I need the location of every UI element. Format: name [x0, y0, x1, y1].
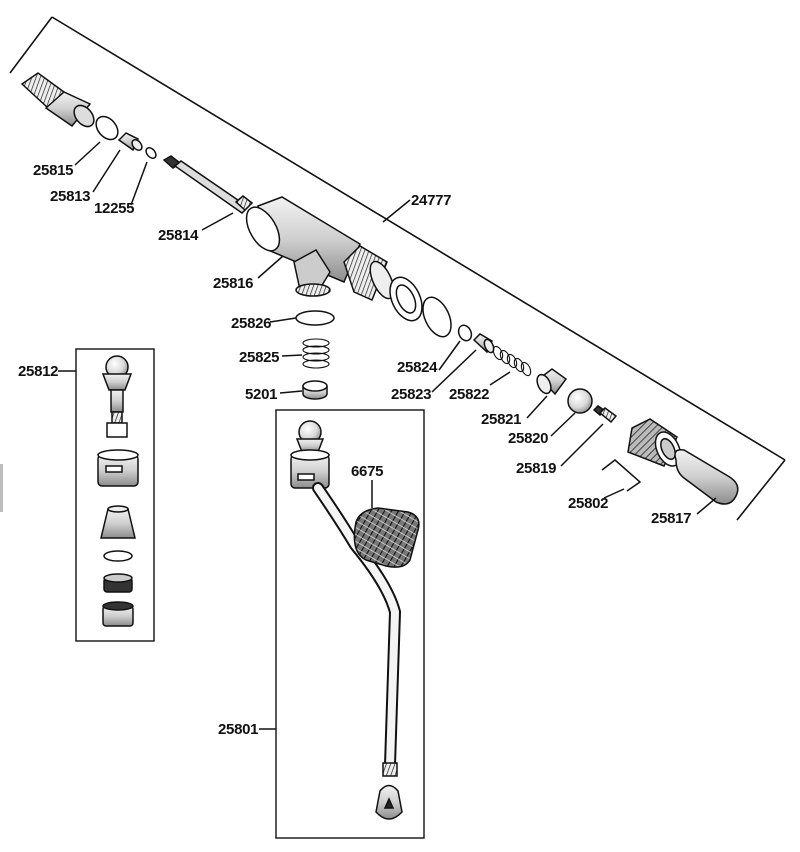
- handle-25817: [674, 448, 739, 505]
- sleeve-nut: [97, 449, 139, 487]
- washer-12255: [145, 146, 157, 160]
- label-25815: 25815: [33, 162, 73, 179]
- seat-25823: [472, 333, 495, 354]
- label-25813: 25813: [50, 188, 90, 205]
- spout-tip-thread: [382, 762, 398, 777]
- body-nut: [389, 276, 423, 322]
- fitting-25813: [117, 132, 143, 152]
- ball-25820: [567, 388, 593, 414]
- label-25820: 25820: [508, 430, 548, 447]
- label-25819: 25819: [516, 460, 556, 477]
- label-25825: 25825: [239, 349, 279, 366]
- o-ring-small: [103, 550, 133, 562]
- label-25823: 25823: [391, 386, 431, 403]
- washer-25815: [95, 115, 119, 141]
- knurled-nut-25802: [627, 418, 682, 467]
- spout-aerator-tip: [383, 797, 395, 809]
- stem-25814: [162, 155, 254, 214]
- label-25817: 25817: [651, 510, 691, 527]
- washer-25824: [457, 324, 473, 342]
- spout-ball-joint: [290, 420, 330, 489]
- spring-25822: [492, 345, 532, 377]
- cone-washer: [100, 505, 136, 539]
- aerator-ring: [102, 601, 134, 627]
- label-25801: 25801: [218, 721, 258, 738]
- valve-body-25816: [245, 196, 395, 302]
- label-5201: 5201: [245, 386, 277, 403]
- label-25814: 25814: [158, 227, 199, 244]
- cylinder-25821: [536, 368, 568, 396]
- label-25826: 25826: [231, 315, 271, 332]
- o-ring-25826: [295, 310, 335, 326]
- kit-box-25812: [75, 348, 155, 642]
- label-12255: 12255: [94, 200, 134, 217]
- assembly-bracket-24777: [9, 16, 786, 521]
- label-24777: 24777: [411, 192, 451, 209]
- screw-25819: [592, 405, 618, 424]
- kit-box-25801: [275, 409, 425, 839]
- body-washer: [422, 296, 452, 338]
- label-25802: 25802: [568, 495, 608, 512]
- ball-joint-stem: [101, 355, 133, 438]
- label-25824: 25824: [397, 359, 438, 376]
- spring-25825: [302, 338, 330, 369]
- cap-5201: [302, 380, 328, 400]
- label-25822: 25822: [449, 386, 489, 403]
- bracket-25802: [601, 459, 642, 492]
- label-25816: 25816: [213, 275, 253, 292]
- label-25821: 25821: [481, 411, 521, 428]
- filter-pad-6675: [353, 507, 420, 568]
- label-6675: 6675: [351, 463, 383, 480]
- threaded-nipple: [20, 72, 95, 128]
- aerator-insert: [103, 573, 133, 593]
- label-25812: 25812: [18, 363, 58, 380]
- left-edge-bar: [0, 464, 3, 512]
